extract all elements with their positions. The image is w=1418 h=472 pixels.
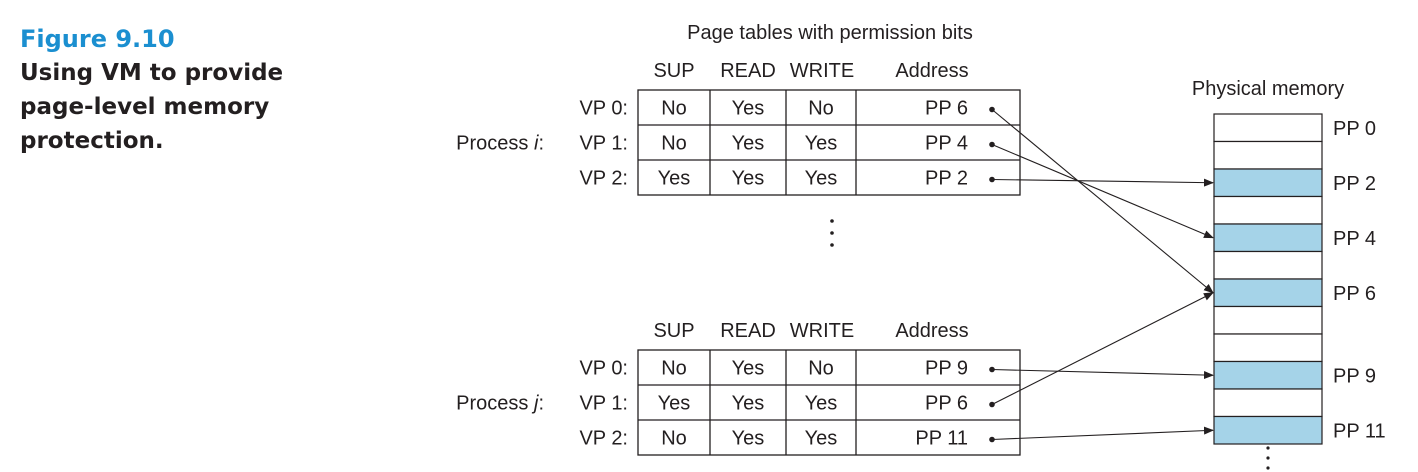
figure-caption: Figure 9.10 Using VM to provide page-lev… (20, 22, 320, 158)
physical-page (1213, 195, 1323, 225)
physical-page-label: PP 0 (1333, 118, 1376, 140)
caption-line: Using VM to provide (20, 60, 284, 86)
write-cell: No (808, 358, 834, 380)
write-cell: No (808, 98, 834, 120)
physical-memory-title: Physical memory (1192, 78, 1344, 100)
vp-label: VP 2: (579, 168, 628, 190)
physical-page (1213, 415, 1323, 445)
column-header: READ (720, 320, 776, 342)
mapping-arrow (991, 292, 1214, 405)
vp-label: VP 0: (579, 358, 628, 380)
column-header: SUP (653, 60, 694, 82)
physical-page-label: PP 9 (1333, 365, 1376, 387)
read-cell: Yes (732, 428, 765, 450)
diagram-title: Page tables with permission bits (687, 22, 973, 44)
physical-page (1213, 140, 1323, 170)
physical-page (1213, 305, 1323, 335)
caption-line: page-level memory (20, 94, 270, 120)
process-label: Process j: (456, 393, 544, 415)
physical-page (1213, 113, 1323, 143)
read-cell: Yes (732, 98, 765, 120)
vp-label: VP 1: (579, 393, 628, 415)
physical-page (1213, 388, 1323, 418)
mapping-arrow (991, 178, 1214, 187)
column-header: WRITE (790, 60, 854, 82)
physical-page (1213, 360, 1323, 390)
ellipsis-dot (1266, 446, 1270, 450)
ellipsis-dot (1266, 466, 1270, 470)
sup-cell: No (661, 98, 687, 120)
column-header: Address (895, 60, 968, 82)
write-cell: Yes (805, 428, 838, 450)
physical-page-label: PP 4 (1333, 228, 1376, 250)
figure-description: Using VM to provide page-level memory pr… (20, 56, 320, 158)
vp-label: VP 1: (579, 133, 628, 155)
ellipsis-dot (1266, 456, 1270, 460)
ellipsis-dot (830, 243, 834, 247)
sup-cell: No (661, 428, 687, 450)
physical-page-label: PP 6 (1333, 283, 1376, 305)
physical-page (1213, 223, 1323, 253)
physical-page (1213, 333, 1323, 363)
process-label: Process i: (456, 133, 544, 155)
address-cell: PP 2 (925, 168, 968, 190)
vp-label: VP 2: (579, 428, 628, 450)
physical-page-label: PP 11 (1333, 420, 1386, 442)
sup-cell: Yes (658, 393, 691, 415)
physical-page (1213, 168, 1323, 198)
physical-page (1213, 278, 1323, 308)
address-cell: PP 11 (915, 428, 968, 450)
ellipsis-dot (830, 219, 834, 223)
column-header: SUP (653, 320, 694, 342)
write-cell: Yes (805, 133, 838, 155)
address-cell: PP 9 (925, 358, 968, 380)
mapping-arrow (991, 368, 1214, 380)
read-cell: Yes (732, 393, 765, 415)
mapping-arrow (991, 426, 1214, 441)
mapping-arrow (991, 109, 1214, 294)
page-table-i (637, 89, 1021, 196)
sup-cell: No (661, 358, 687, 380)
column-header: WRITE (790, 320, 854, 342)
page-table-j (637, 349, 1021, 456)
read-cell: Yes (732, 168, 765, 190)
address-cell: PP 4 (925, 133, 968, 155)
ellipsis-dot (830, 231, 834, 235)
write-cell: Yes (805, 168, 838, 190)
mapping-arrow (991, 143, 1214, 239)
column-header: Address (895, 320, 968, 342)
physical-page-label: PP 2 (1333, 173, 1376, 195)
figure-number: Figure 9.10 (20, 25, 175, 53)
write-cell: Yes (805, 393, 838, 415)
read-cell: Yes (732, 133, 765, 155)
column-header: READ (720, 60, 776, 82)
sup-cell: No (661, 133, 687, 155)
read-cell: Yes (732, 358, 765, 380)
caption-line: protection. (20, 128, 164, 154)
sup-cell: Yes (658, 168, 691, 190)
address-cell: PP 6 (925, 393, 968, 415)
address-cell: PP 6 (925, 98, 968, 120)
physical-page (1213, 250, 1323, 280)
vp-label: VP 0: (579, 98, 628, 120)
